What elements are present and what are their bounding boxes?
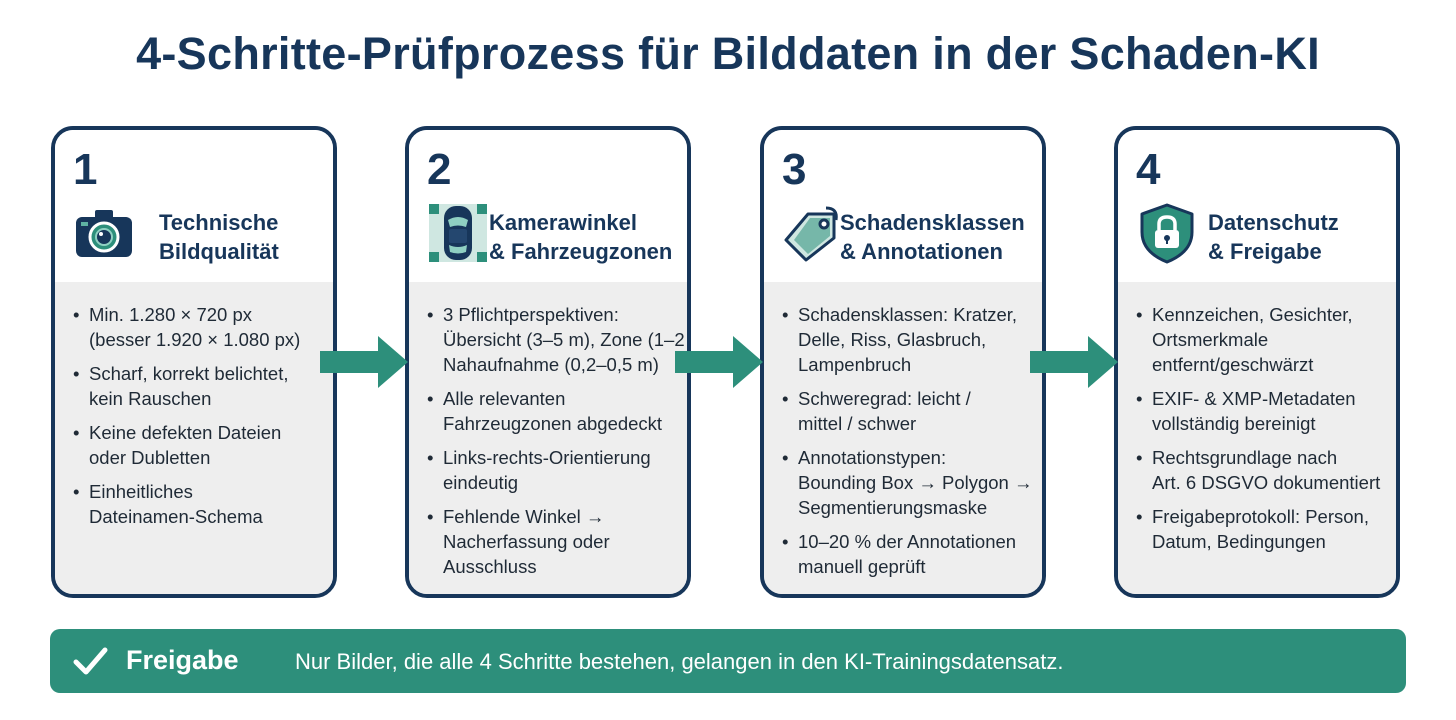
step-card-2: 2 Kamerawinkel & Fahrzeugzonen 3 Pflicht… [405, 126, 691, 598]
tag-icon [784, 206, 838, 262]
car-top-view-icon [429, 204, 487, 262]
banner-text: Nur Bilder, die alle 4 Schritte bestehen… [295, 649, 1064, 674]
step-number: 1 [73, 145, 98, 194]
page-title: 4-Schritte-Prüfprozess für Bilddaten in … [136, 28, 1320, 79]
step-number: 2 [427, 145, 452, 194]
list-item: Schweregrad: leicht /mittel / schwer [780, 386, 1034, 436]
camera-icon [76, 210, 132, 257]
banner-label: Freigabe [126, 645, 239, 675]
bullet-list: Min. 1.280 × 720 px(besser 1.920 × 1.080… [71, 302, 325, 538]
list-item: 3 Pflichtperspektiven:Übersicht (3–5 m),… [425, 302, 685, 377]
bullet-list: 3 Pflichtperspektiven:Übersicht (3–5 m),… [425, 302, 685, 588]
step-card-4: 4 Datenschutz & Freigabe Kennzeichen, Ge… [1114, 126, 1400, 598]
bullet-list: Schadensklassen: Kratzer,Delle, Riss, Gl… [780, 302, 1034, 588]
step-card-3: 3 Schadensklassen & Annotationen Schaden… [760, 126, 1046, 598]
list-item: Schadensklassen: Kratzer,Delle, Riss, Gl… [780, 302, 1034, 377]
arrow-right-icon [675, 336, 763, 388]
bullet-list: Kennzeichen, Gesichter,Ortsmerkmaleentfe… [1134, 302, 1388, 563]
list-item: Kennzeichen, Gesichter,Ortsmerkmaleentfe… [1134, 302, 1388, 377]
list-item: Min. 1.280 × 720 px(besser 1.920 × 1.080… [71, 302, 325, 352]
arrow-right-icon [1030, 336, 1118, 388]
card-heading: Technische Bildqualität [159, 210, 279, 264]
arrow-right-icon [320, 336, 408, 388]
card-heading: Schadensklassen & Annotationen [840, 210, 1025, 264]
list-item: Fehlende Winkel →Nacherfassung oderAussc… [425, 504, 679, 579]
step-number: 4 [1136, 145, 1161, 194]
list-item: Annotationstypen:Bounding Box → Polygon … [780, 445, 1034, 520]
list-item: Scharf, korrekt belichtet,kein Rauschen [71, 361, 325, 411]
checkmark-icon [73, 647, 108, 675]
card-heading: Kamerawinkel & Fahrzeugzonen [489, 210, 673, 264]
list-item: Freigabeprotokoll: Person,Datum, Bedingu… [1134, 504, 1388, 554]
card-heading: Datenschutz & Freigabe [1208, 210, 1339, 264]
step-number: 3 [782, 145, 807, 194]
step-card-1: 1 Technische Bildqualität Min. 1.280 × 7… [51, 126, 337, 598]
shield-lock-icon [1140, 203, 1194, 264]
approval-banner: Freigabe Nur Bilder, die alle 4 Schritte… [50, 629, 1406, 693]
